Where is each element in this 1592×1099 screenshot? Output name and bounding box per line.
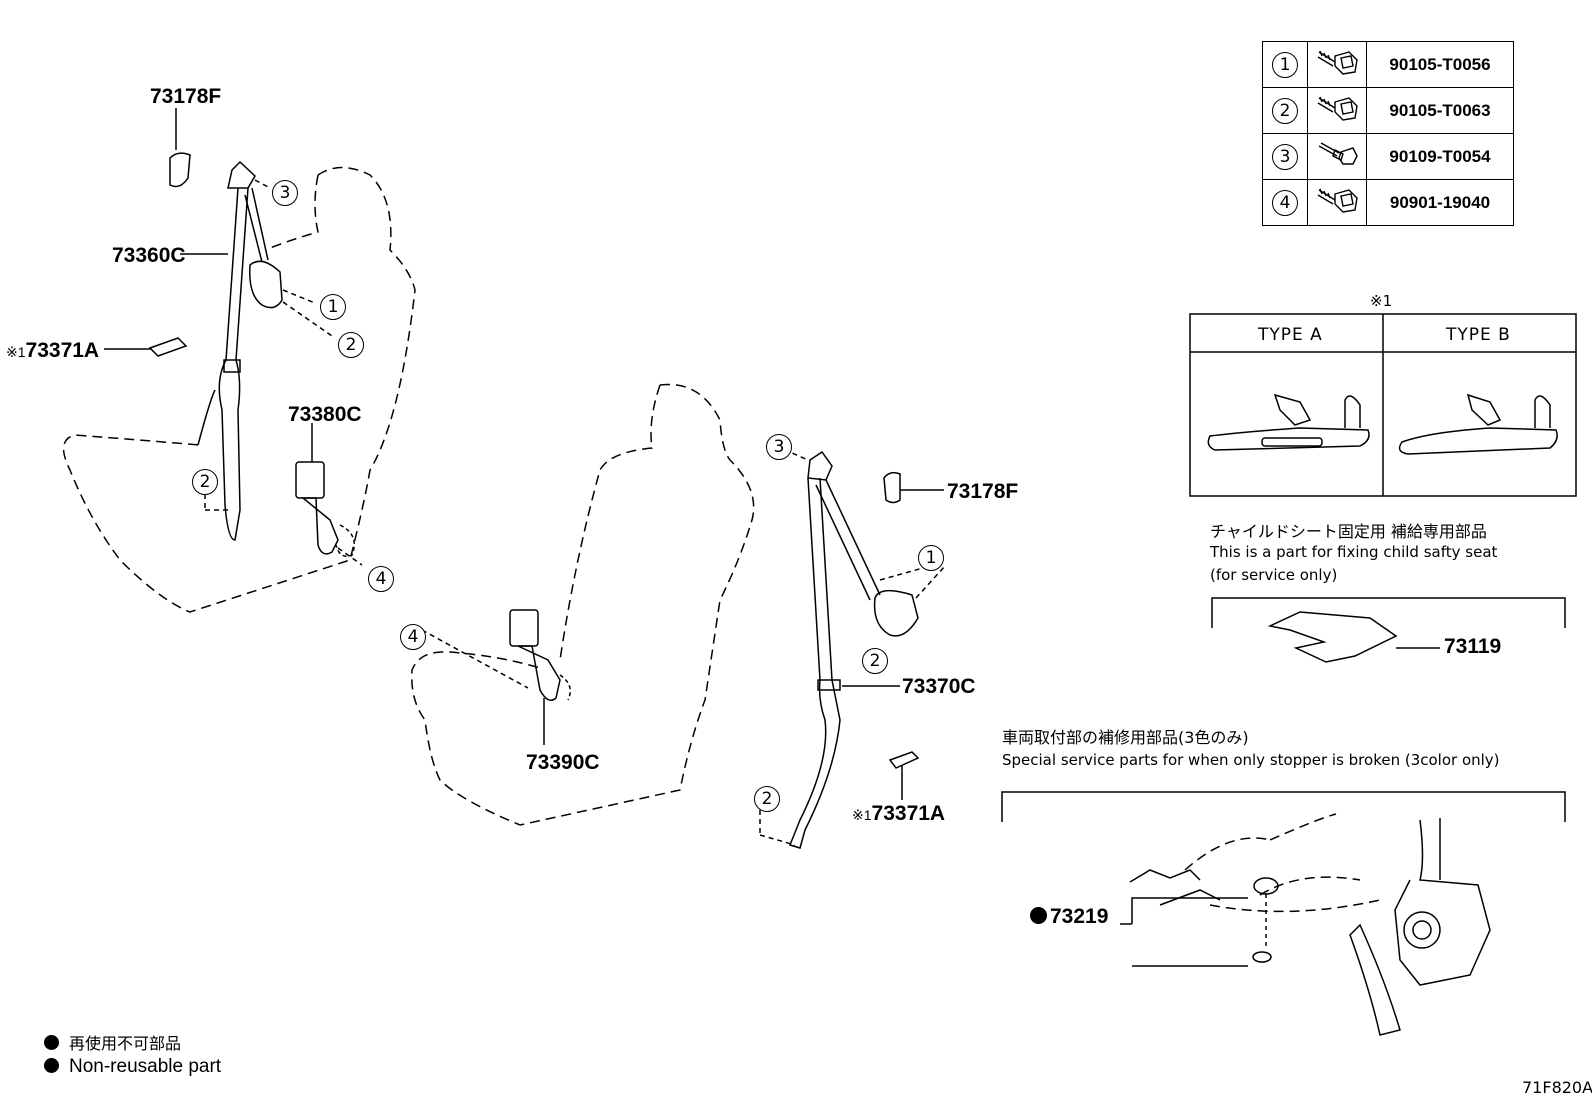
part-73371A-right: ※173371A [852, 802, 946, 825]
callout-2-right-lower: 2 [754, 786, 780, 812]
legend-jp: 再使用不可部品 [44, 1030, 181, 1055]
buckle-middle [421, 609, 571, 745]
stopper-note-en: Special service parts for when only stop… [1002, 751, 1500, 769]
callout-2-left-lower: 2 [192, 469, 218, 495]
fastener-row: 2 90105-T0063 [1262, 87, 1514, 134]
legend-en: Non-reusable part [44, 1056, 221, 1078]
fastener-part-number: 90109-T0054 [1366, 133, 1514, 180]
part-73371A-left: ※173371A [6, 339, 100, 362]
child-seat-note-en1: This is a part for fixing child safty se… [1210, 543, 1498, 561]
shoulder-bolt-icon [1307, 133, 1367, 180]
type-b-label: TYPE B [1446, 325, 1511, 345]
part-73360C: 73360C [112, 244, 186, 267]
middle-seat-outline [411, 383, 755, 826]
right-belt [759, 445, 946, 849]
non-reusable-dot [1030, 907, 1047, 924]
type-a-illustration [1207, 393, 1370, 451]
callout-3-right: 3 [766, 434, 792, 460]
bolt-icon [1307, 179, 1367, 226]
type-table [1189, 313, 1577, 497]
legend-dot-jp [44, 1035, 59, 1050]
fastener-part-number: 90105-T0056 [1366, 41, 1514, 88]
callout-4-middle: 4 [400, 624, 426, 650]
shoulder-cover-right [883, 471, 901, 504]
type-b-illustration [1398, 393, 1558, 455]
fastener-row: 3 90109-T0054 [1262, 133, 1514, 180]
buckle-left [295, 461, 355, 557]
callout-2-left-upper: 2 [338, 332, 364, 358]
legend-dot-en [44, 1058, 59, 1073]
callout-2-right-upper: 2 [862, 648, 888, 674]
part-73219: 73219 [1030, 906, 1108, 927]
callout-3-left: 3 [272, 180, 298, 206]
callout-1-right: 1 [918, 545, 944, 571]
fastener-row: 4 90901-19040 [1262, 179, 1514, 226]
callout-1-left: 1 [320, 294, 346, 320]
fastener-num: 1 [1262, 41, 1308, 88]
fastener-part-number: 90105-T0063 [1366, 87, 1514, 134]
ref-mark: ※1 [6, 344, 26, 360]
bolt-icon [1307, 41, 1367, 88]
fastener-part-number: 90901-19040 [1366, 179, 1514, 226]
part-73178F-top: 73178F [150, 85, 222, 108]
callout-4-left: 4 [368, 566, 394, 592]
stopper-note-jp: 車両取付部の補修用部品(3色のみ) [1002, 728, 1249, 747]
shoulder-cover-top [169, 152, 191, 188]
diagram-code: 71F820A [1522, 1078, 1592, 1097]
stopper-diagram [1001, 791, 1566, 1036]
fastener-num: 4 [1262, 179, 1308, 226]
part-73178F-right: 73178F [947, 480, 1019, 503]
left-seat-outline [62, 166, 416, 613]
part-73370C: 73370C [902, 675, 976, 698]
type-a-label: TYPE A [1258, 325, 1323, 345]
type-table-mark: ※1 [1370, 292, 1393, 310]
child-seat-note-en2: (for service only) [1210, 566, 1338, 584]
child-seat-bracket [1211, 597, 1566, 663]
fastener-table: 1 90105-T0056 2 90105-T0063 3 90109-T0054 4 909… [1262, 41, 1514, 226]
part-73390C: 73390C [526, 751, 600, 774]
part-73119: 73119 [1444, 635, 1502, 658]
fastener-num: 2 [1262, 87, 1308, 134]
left-belt [197, 160, 283, 541]
clip-left [148, 337, 188, 357]
fastener-row: 1 90105-T0056 [1262, 41, 1514, 88]
fastener-num: 3 [1262, 133, 1308, 180]
child-seat-note-jp: チャイルドシート固定用 補給専用部品 [1210, 522, 1487, 541]
bolt-icon [1307, 87, 1367, 134]
part-73380C: 73380C [288, 403, 362, 426]
clip-right [888, 751, 920, 769]
